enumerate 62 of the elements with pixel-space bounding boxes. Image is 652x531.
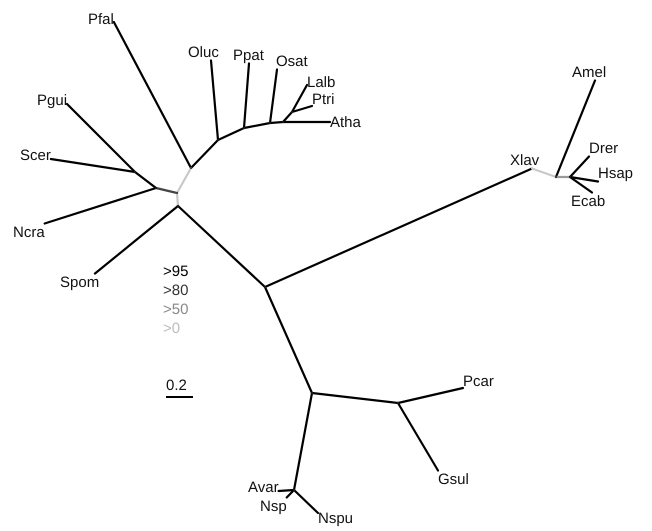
tree-branch (568, 176, 594, 194)
taxon-label: Ptri (312, 90, 334, 108)
tree-branch (66, 102, 136, 174)
taxon-label: Scer (20, 146, 51, 164)
taxon-label: Ecab (571, 192, 606, 210)
taxon-label: Nsp (260, 498, 287, 514)
taxon-label: Nspu (318, 510, 354, 526)
tree-branch (154, 186, 178, 194)
tree-branch (290, 104, 314, 114)
tree-branch (176, 204, 266, 288)
taxon-label: Pgui (37, 92, 68, 108)
tree-branch (282, 120, 332, 124)
tree-branch (290, 84, 308, 114)
taxon-label: Amel (572, 64, 606, 80)
tree-branch (44, 186, 158, 225)
taxon-label: Spom (60, 274, 100, 290)
tree-branch (396, 386, 464, 404)
tree-branch (210, 59, 220, 142)
scale-bar-label: 0.2 (166, 377, 187, 394)
taxon-label: Hsap (598, 164, 634, 182)
tree-branch (292, 488, 320, 514)
support-legend-entry: >50 (163, 301, 188, 318)
tree-branch (282, 110, 294, 124)
tree-branch (50, 158, 136, 174)
taxon-label: Osat (276, 52, 308, 70)
taxon-label: Pcar (463, 372, 494, 390)
tree-branch (292, 392, 314, 492)
tree-branch (216, 126, 246, 142)
tree-branch (134, 170, 158, 190)
taxon-label: Ncra (13, 224, 45, 240)
tree-branch (568, 176, 600, 183)
tree-branch (286, 488, 296, 499)
tree-branch (568, 155, 590, 178)
taxon-label: Avar (248, 478, 279, 496)
tree-branch (176, 166, 192, 194)
support-legend-entry: >95 (163, 263, 188, 280)
support-legend-entry: >80 (163, 282, 188, 299)
taxon-label: Drer (589, 140, 618, 156)
taxon-label: Pfal (88, 10, 114, 28)
tree-branch (554, 79, 596, 178)
tree-branch (176, 192, 180, 208)
tree-branch (94, 204, 180, 275)
tree-branch (264, 167, 534, 288)
taxon-label: Oluc (188, 44, 219, 60)
taxon-label: Atha (330, 114, 361, 130)
tree-branch (268, 120, 284, 124)
taxon-label: Lalb (307, 74, 336, 90)
taxon-label: Ppat (233, 46, 264, 64)
tree-branch (242, 122, 272, 130)
tree-branch (310, 392, 400, 404)
tree-branch (112, 20, 192, 170)
support-legend-entry: >0 (163, 320, 180, 337)
tree-branch (530, 167, 558, 178)
tree-branch (554, 176, 572, 178)
taxon-label: Gsul (438, 470, 469, 488)
taxon-label: Xlav (510, 152, 540, 168)
tree-branch (396, 402, 440, 472)
tree-branch (264, 286, 314, 394)
tree-branch (277, 488, 296, 492)
tree-branch (268, 68, 278, 124)
tree-branch (190, 138, 220, 170)
tree-branch (242, 62, 250, 130)
